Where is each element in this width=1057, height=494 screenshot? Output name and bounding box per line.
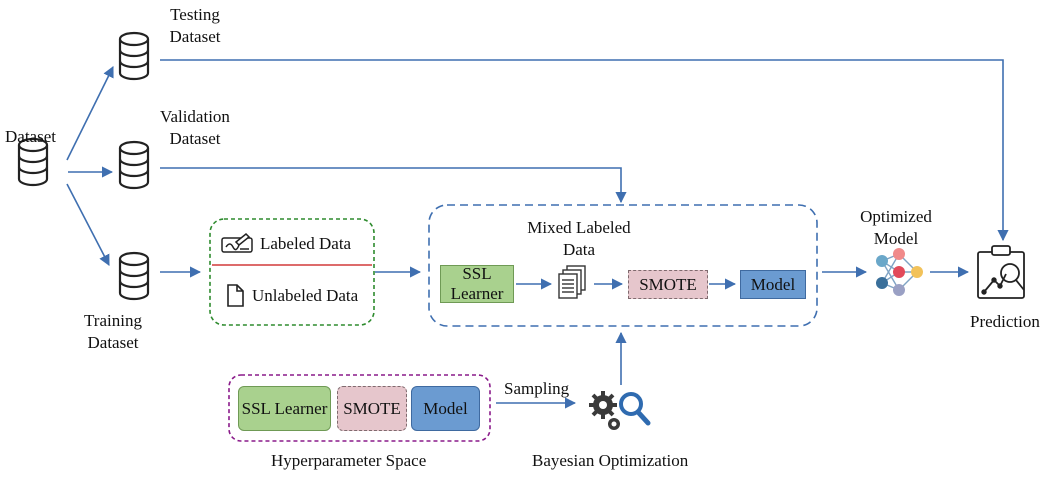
dataset-label: Dataset	[5, 127, 56, 146]
hyperparameter-space-label: Hyperparameter Space	[271, 451, 427, 470]
clipboard-analysis-icon	[977, 245, 1025, 299]
labeled-data-label: Labeled Data	[260, 234, 352, 253]
database-icon	[118, 140, 150, 190]
optimized-model-label: Optimized Model	[860, 207, 932, 248]
mixed-training-box	[428, 204, 818, 327]
sampling-label: Sampling	[504, 379, 570, 398]
ssl-learner-box: SSL Learner	[440, 264, 514, 303]
database-icon	[118, 251, 150, 301]
validation-dataset-label: Validation Dataset	[160, 107, 230, 148]
hyper-model-box: Model	[411, 386, 480, 431]
database-icon	[118, 31, 150, 81]
model-box: Model	[740, 270, 806, 299]
signature-document-icon	[221, 232, 253, 253]
database-icon	[17, 137, 49, 187]
hyperparameter-space-box	[228, 374, 491, 442]
gears-search-icon	[589, 391, 651, 430]
smote-box: SMOTE	[628, 270, 708, 299]
stacked-documents-icon	[558, 265, 586, 299]
neural-network-icon	[876, 248, 923, 296]
hyper-ssl-learner-box: SSL Learner	[238, 386, 331, 431]
arrow-validation-to-mixed	[160, 167, 627, 204]
training-dataset-label: Training Dataset	[84, 311, 142, 352]
connector-arrows	[66, 59, 1009, 409]
mixed-labeled-data-label: Mixed Labeled Data	[527, 218, 631, 259]
arrow-dataset-to-training	[66, 183, 110, 266]
training-data-box	[209, 218, 375, 326]
hyper-smote-box: SMOTE	[337, 386, 407, 431]
bayesian-optimization-label: Bayesian Optimization	[532, 451, 689, 470]
prediction-label: Prediction	[970, 312, 1040, 331]
blank-document-icon	[227, 284, 244, 307]
unlabeled-data-label: Unlabeled Data	[252, 286, 359, 305]
arrow-dataset-to-testing	[66, 65, 114, 161]
arrow-testing-to-prediction	[160, 59, 1009, 242]
testing-dataset-label: Testing Dataset	[169, 5, 221, 46]
